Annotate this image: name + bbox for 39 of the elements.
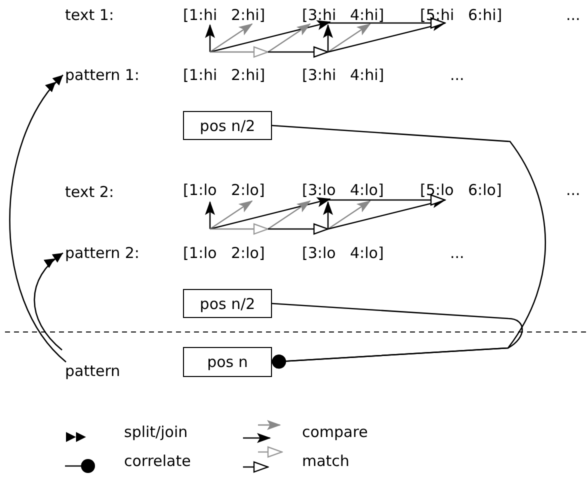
token-label: [1:lo	[183, 244, 217, 262]
token-label: 2:hi]	[231, 66, 266, 84]
row-label: text 2:	[65, 183, 114, 201]
token-label: [3:lo	[302, 244, 336, 262]
row-label: pattern 1:	[65, 66, 140, 84]
token-label: [1:hi	[183, 6, 218, 24]
ellipsis: ...	[566, 6, 580, 24]
token-label: 6:lo]	[468, 181, 502, 199]
legend-label: match	[302, 452, 350, 470]
legend-label: split/join	[124, 423, 188, 441]
token-label: [3:lo	[302, 181, 336, 199]
row-label: pattern 2:	[65, 244, 140, 262]
ellipsis: ...	[450, 66, 464, 84]
token-label: 4:hi]	[350, 6, 384, 24]
legend-label: compare	[302, 423, 368, 441]
token-label: [3:hi	[302, 66, 336, 84]
token-label: 2:lo]	[231, 244, 265, 262]
connector	[34, 252, 64, 350]
connector	[9, 74, 66, 362]
token-label: 6:hi]	[468, 6, 502, 24]
ellipsis: ...	[450, 244, 464, 262]
row-label: pattern	[65, 362, 120, 380]
position-box: pos n	[183, 347, 272, 377]
connector	[272, 302, 523, 369]
ellipsis: ...	[566, 181, 580, 199]
row-label: text 1:	[65, 6, 114, 24]
token-label: [5:lo	[420, 181, 454, 199]
token-label: [1:lo	[183, 181, 217, 199]
token-label: [5:hi	[420, 6, 454, 24]
token-label: [3:hi	[302, 6, 336, 24]
position-box: pos n/2	[183, 289, 272, 318]
token-label: 4:hi]	[350, 66, 384, 84]
token-label: [1:hi	[183, 66, 218, 84]
position-box: pos n/2	[183, 111, 272, 140]
token-label: 4:lo]	[350, 244, 384, 262]
token-label: 4:lo]	[350, 181, 384, 199]
token-label: 2:hi]	[231, 6, 266, 24]
token-label: 2:lo]	[231, 181, 265, 199]
legend-label: correlate	[124, 452, 191, 470]
